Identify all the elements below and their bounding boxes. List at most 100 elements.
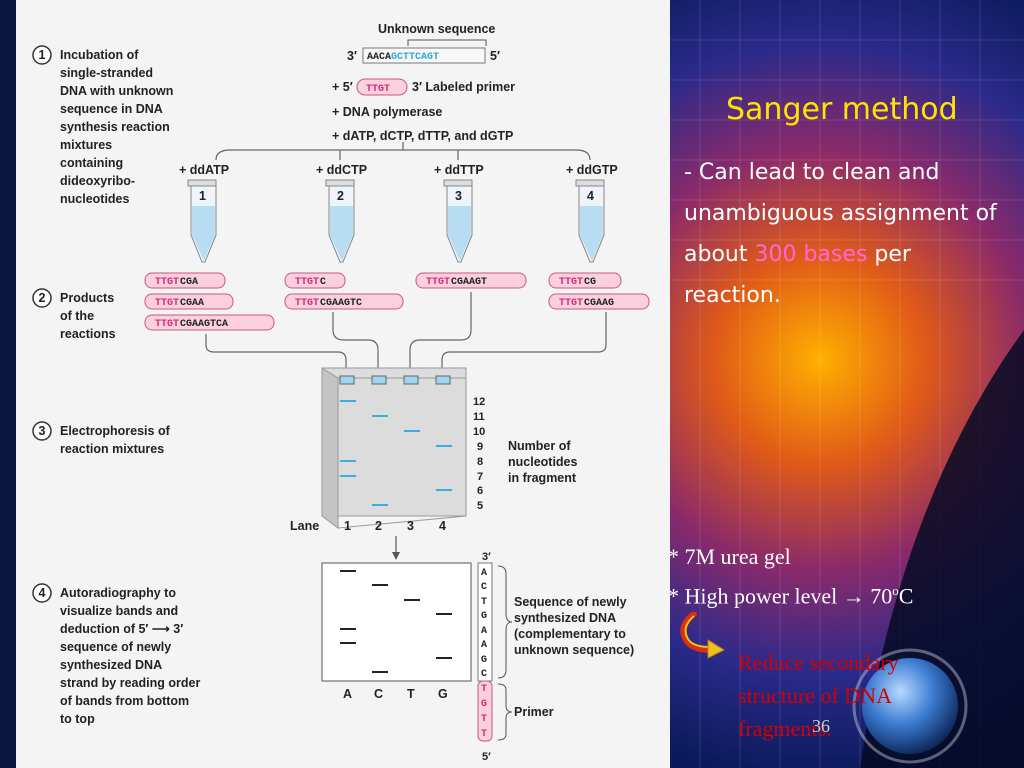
products-tube-3: TTGT CGAAGT — [415, 272, 527, 289]
svg-text:Autoradiography to: Autoradiography to — [60, 586, 176, 600]
svg-text:C: C — [481, 582, 487, 593]
svg-text:TTGT: TTGT — [426, 277, 450, 288]
svg-text:5′: 5′ — [490, 49, 500, 63]
svg-text:A: A — [481, 568, 487, 579]
svg-text:3′: 3′ — [482, 551, 491, 563]
products-tube-1: TTGT CGA TTGT CGAA TTGT CGAAGTCA — [144, 272, 275, 331]
step-3: 3 Electrophoresis of reaction mixtures — [32, 421, 171, 456]
svg-text:DNA with unknown: DNA with unknown — [60, 84, 173, 98]
svg-text:3′: 3′ — [347, 49, 357, 63]
description-highlight: 300 bases — [754, 242, 868, 267]
svg-text:Sequence of newly: Sequence of newly — [514, 595, 627, 609]
svg-text:Lane: Lane — [290, 519, 319, 533]
svg-text:synthesized DNA: synthesized DNA — [60, 658, 162, 672]
svg-text:+ ddATP: + ddATP — [179, 163, 229, 177]
svg-text:TTGT: TTGT — [155, 319, 179, 330]
svg-text:Unknown sequence: Unknown sequence — [378, 22, 495, 36]
svg-text:synthesis reaction: synthesis reaction — [60, 120, 170, 134]
svg-text:6: 6 — [477, 485, 483, 497]
svg-text:Electrophoresis of: Electrophoresis of — [60, 424, 171, 438]
svg-text:nucleotides: nucleotides — [60, 192, 130, 206]
svg-text:CG: CG — [584, 277, 596, 288]
svg-text:9: 9 — [477, 441, 483, 453]
svg-text:reaction mixtures: reaction mixtures — [60, 442, 164, 456]
reduce-secondary-structure-text: Reduce secondary structure of DNA fragme… — [738, 650, 899, 741]
svg-text:+ ddCTP: + ddCTP — [316, 163, 367, 177]
svg-text:T: T — [481, 597, 487, 608]
svg-text:Products: Products — [60, 291, 114, 305]
description-part2: per reaction. — [684, 242, 911, 308]
svg-text:T: T — [481, 729, 487, 740]
svg-text:C: C — [320, 277, 326, 288]
svg-text:TTGT: TTGT — [155, 277, 179, 288]
svg-text:of bands from bottom: of bands from bottom — [60, 694, 189, 708]
svg-text:T: T — [481, 684, 487, 695]
svg-text:containing: containing — [60, 156, 123, 170]
note-urea-gel: * 7M urea gel — [668, 544, 791, 569]
down-arrow-icon — [392, 536, 400, 560]
products-tube-4: TTGT CG TTGT CGAAG — [548, 272, 650, 310]
svg-text:8: 8 — [477, 456, 483, 468]
electrophoresis-gel: 12 11 10 9 8 7 6 5 Number of nucleotides… — [290, 367, 578, 533]
curved-arrow-icon — [680, 612, 726, 659]
svg-text:Primer: Primer — [514, 705, 554, 719]
svg-text:CGAAGTCA: CGAAGTCA — [180, 319, 228, 330]
svg-text:G: G — [481, 655, 487, 666]
svg-text:CGAAGT: CGAAGT — [451, 277, 487, 288]
unknown-sequence: Unknown sequence 3′ AACA GCTTCAGT 5′ — [347, 22, 500, 64]
svg-text:CGAAGTC: CGAAGTC — [320, 298, 362, 309]
svg-text:reactions: reactions — [60, 327, 116, 341]
svg-text:C: C — [374, 687, 383, 701]
step-2: 2 Products of the reactions — [32, 288, 116, 341]
svg-text:1: 1 — [344, 519, 351, 533]
svg-text:TTGT: TTGT — [295, 298, 319, 309]
svg-text:5: 5 — [477, 500, 483, 512]
svg-text:AACA: AACA — [367, 52, 391, 63]
svg-text:2: 2 — [337, 189, 344, 203]
description-part1: - Can lead to clean and unambiguous assi… — [684, 160, 997, 267]
tube-1: + ddATP 1 — [179, 163, 229, 263]
svg-text:CGAAG: CGAAG — [584, 298, 614, 309]
step-4: 4 Autoradiography to visualize bands and… — [32, 583, 200, 726]
sanger-diagram: 1 Incubation of single-stranded DNA with… — [16, 0, 670, 768]
tube-bracket — [215, 142, 591, 161]
svg-text:deduction of 5′ ⟶ 3′: deduction of 5′ ⟶ 3′ — [60, 622, 183, 636]
products-tube-2: TTGT C TTGT CGAAGTC — [284, 272, 404, 310]
svg-text:+ ddGTP: + ddGTP — [566, 163, 618, 177]
page-number: 36 — [812, 716, 830, 736]
svg-text:2: 2 — [39, 291, 46, 305]
svg-text:10: 10 — [473, 426, 485, 438]
svg-text:Incubation of: Incubation of — [60, 48, 139, 62]
svg-text:+ ddTTP: + ddTTP — [434, 163, 484, 177]
svg-text:A: A — [343, 687, 352, 701]
svg-text:mixtures: mixtures — [60, 138, 112, 152]
svg-text:(complementary to: (complementary to — [514, 627, 626, 641]
tube-3: + ddTTP 3 — [434, 163, 484, 263]
svg-text:3: 3 — [455, 189, 462, 203]
svg-text:in fragment: in fragment — [508, 471, 577, 485]
labeled-primer: + 5′ TTGT 3′ Labeled primer — [332, 78, 515, 96]
svg-text:CGAA: CGAA — [180, 298, 204, 309]
svg-text:TTGT: TTGT — [295, 277, 319, 288]
svg-text:5′: 5′ — [482, 751, 491, 763]
svg-text:nucleotides: nucleotides — [508, 455, 578, 469]
svg-text:TTGT: TTGT — [155, 298, 179, 309]
svg-text:dideoxyribo-: dideoxyribo- — [60, 174, 135, 188]
svg-text:synthesized DNA: synthesized DNA — [514, 611, 616, 625]
svg-text:CGA: CGA — [180, 277, 198, 288]
tube-4: + ddGTP 4 — [566, 163, 618, 263]
svg-text:sequence of newly: sequence of newly — [60, 640, 171, 654]
slide-description: - Can lead to clean and unambiguous assi… — [684, 152, 1014, 316]
note-power-level: * High power level → 70oC — [668, 583, 914, 609]
svg-text:4: 4 — [439, 519, 446, 533]
right-arrow-icon: → — [842, 583, 865, 609]
svg-text:4: 4 — [587, 189, 594, 203]
svg-text:7: 7 — [477, 471, 483, 483]
svg-text:12: 12 — [473, 396, 485, 408]
autoradiograph: A C T G — [321, 562, 472, 701]
earth-globe — [862, 658, 958, 754]
svg-text:A: A — [481, 626, 487, 637]
svg-text:TTGT: TTGT — [366, 84, 390, 95]
svg-text:1: 1 — [199, 189, 206, 203]
step-1: 1 Incubation of single-stranded DNA with… — [32, 45, 173, 206]
